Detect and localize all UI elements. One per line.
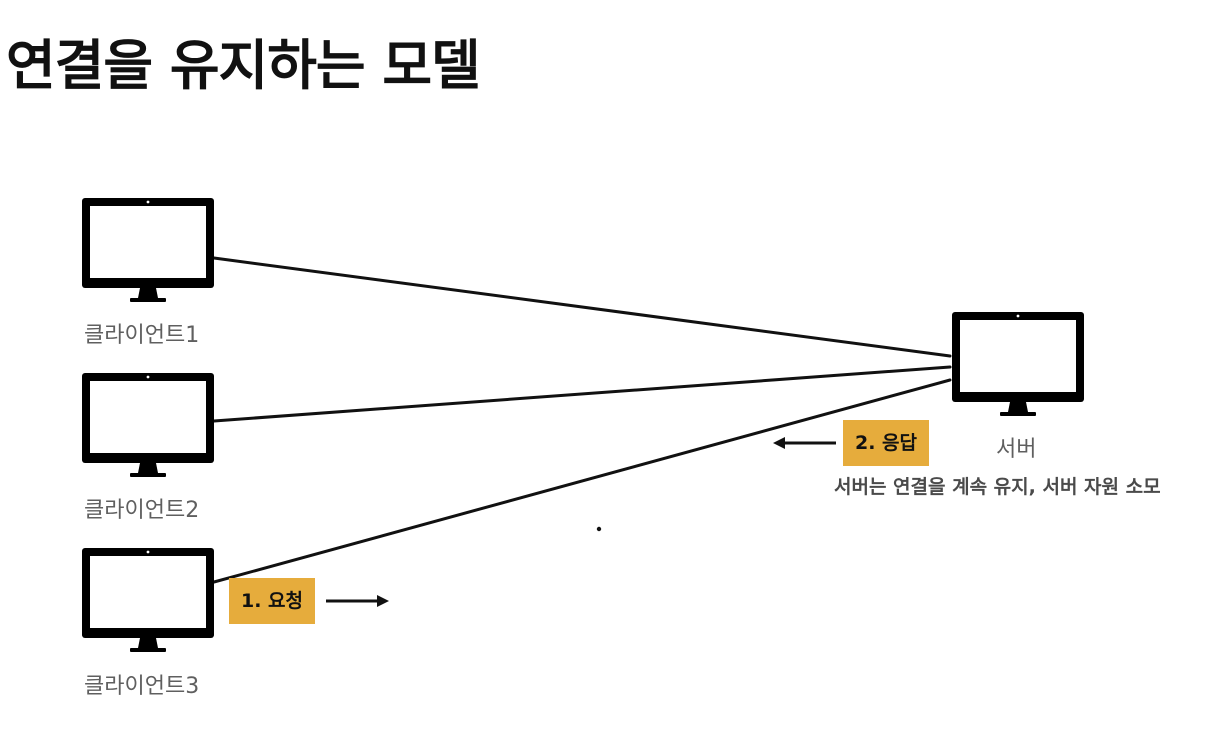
connection-line-client3 (212, 378, 952, 584)
server-monitor-icon (952, 312, 1084, 416)
server-label: 서버 (996, 437, 1037, 462)
connection-line-client1 (212, 256, 952, 358)
server-note: 서버는 연결을 계속 유지, 서버 자원 소모 (834, 476, 1161, 498)
client3-monitor-icon (82, 548, 214, 652)
client2-label: 클라이언트2 (84, 498, 200, 523)
client1-label: 클라이언트1 (84, 323, 200, 348)
request-badge: 1. 요청 (229, 578, 316, 624)
connection-line-client2 (212, 365, 952, 423)
client2-monitor-icon (82, 373, 214, 477)
dot-mark (596, 526, 602, 532)
page-title: 연결을 유지하는 모델 (6, 34, 481, 97)
client3-label: 클라이언트3 (84, 674, 200, 699)
client1-monitor-icon (82, 198, 214, 302)
response-badge: 2. 응답 (843, 420, 930, 466)
